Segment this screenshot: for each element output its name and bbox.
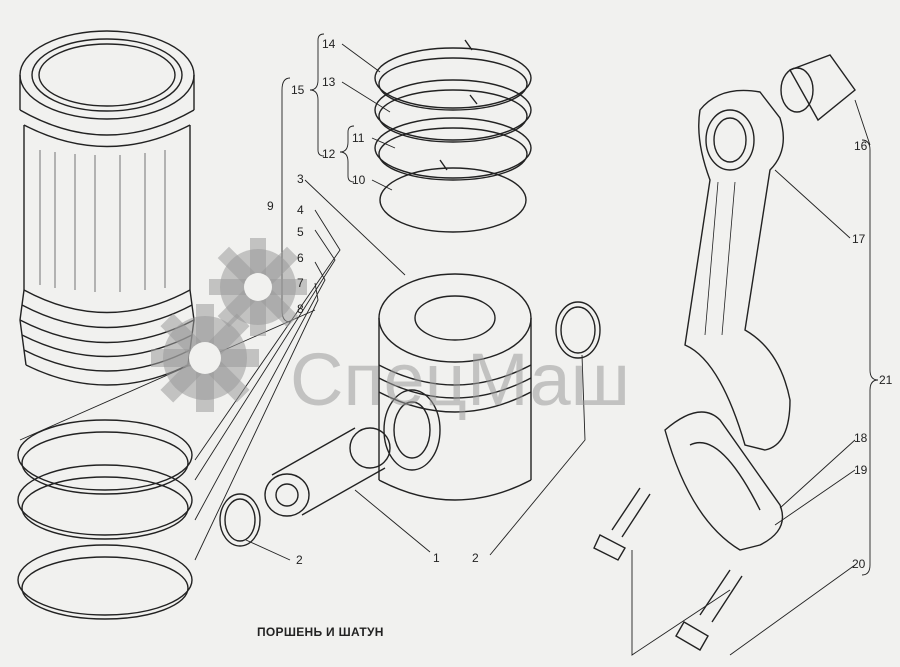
callout-20: 20 [852, 557, 866, 571]
callout-17: 17 [852, 232, 866, 246]
callout-16: 16 [854, 139, 868, 153]
callout-19: 19 [854, 463, 868, 477]
snap-ring-right [555, 301, 601, 359]
rod-bolt-lower [675, 569, 743, 651]
callout-7: 7 [297, 276, 304, 290]
piston-pin [264, 427, 391, 517]
callout-14: 14 [322, 37, 336, 51]
callout-2-left: 2 [296, 553, 303, 567]
callout-12: 12 [322, 147, 336, 161]
watermark-text: СпецМаш [290, 338, 630, 421]
gear-icon [151, 238, 307, 412]
callout-18: 18 [854, 431, 868, 445]
small-end-bushing [780, 54, 856, 122]
callout-21: 21 [879, 373, 893, 387]
diagram-caption: ПОРШЕНЬ И ШАТУН [257, 625, 384, 639]
liner-seal-rings [17, 419, 193, 620]
piston-ring-set [374, 39, 532, 233]
piston [378, 273, 532, 501]
callout-6: 6 [297, 251, 304, 265]
callout-10: 10 [352, 173, 366, 187]
rod-bolt-upper [593, 487, 651, 561]
callout-8: 8 [297, 302, 304, 316]
callout-2-right: 2 [472, 551, 479, 565]
callout-9: 9 [267, 199, 274, 213]
snap-ring-left [219, 493, 261, 547]
callout-numbers: 14 13 15 11 12 10 3 9 4 5 6 7 8 16 17 21… [267, 37, 893, 571]
callout-leaders [19, 33, 879, 656]
watermark: СпецМаш [151, 238, 630, 421]
callout-4: 4 [297, 203, 304, 217]
callout-15: 15 [291, 83, 305, 97]
connecting-rod [684, 89, 791, 451]
callout-1: 1 [433, 551, 440, 565]
connecting-rod-cap [664, 411, 784, 551]
callout-5: 5 [297, 225, 304, 239]
callout-11: 11 [352, 131, 365, 145]
callout-3: 3 [297, 172, 304, 186]
callout-13: 13 [322, 75, 336, 89]
